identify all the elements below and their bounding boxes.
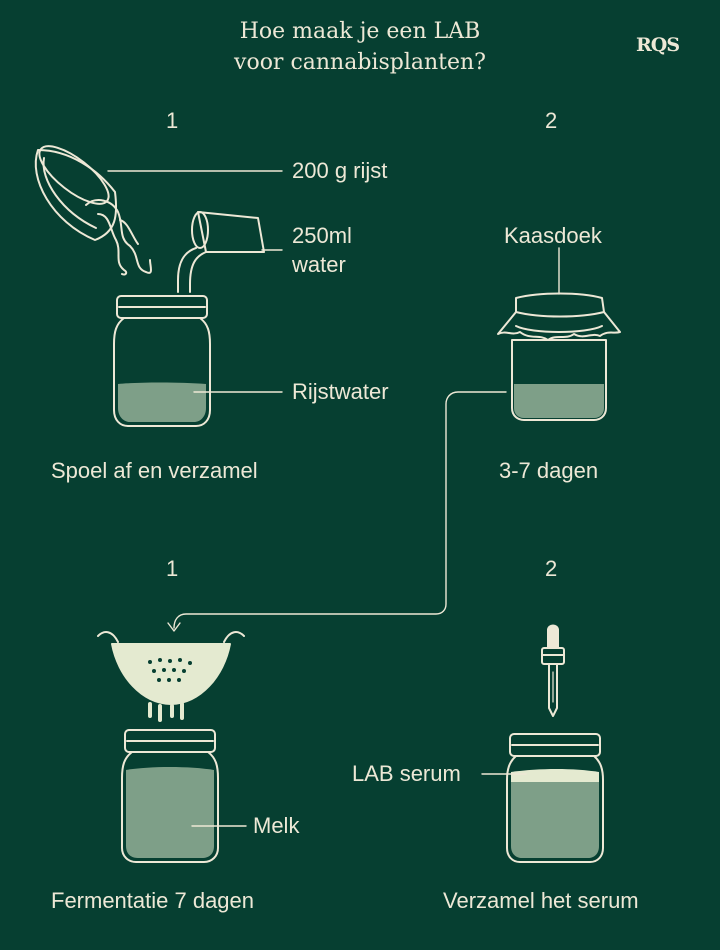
- strainer-icon: [97, 631, 245, 722]
- flow-connector: [173, 391, 507, 629]
- label-water-amount: 250ml: [292, 223, 352, 248]
- caption-step-2: 3-7 dagen: [499, 458, 599, 483]
- milk-jar-icon: [121, 729, 219, 863]
- label-rice: 200 g rijst: [292, 158, 388, 183]
- label-rice-water: Rijstwater: [292, 379, 389, 404]
- arrow-head-icon: [167, 622, 181, 632]
- label-lab-serum: LAB serum: [352, 761, 461, 786]
- page-title: Hoe maak je een LAB voor cannabisplanten…: [0, 16, 720, 78]
- caption-step-4: Verzamel het serum: [443, 888, 639, 913]
- serum-jar-icon: [506, 733, 604, 863]
- cheesecloth-jar-icon: [497, 247, 621, 421]
- label-water: water: [292, 252, 346, 277]
- caption-step-1: Spoel af en verzamel: [51, 458, 258, 483]
- rqs-logo: RQS: [636, 34, 680, 56]
- label-cheesecloth: Kaasdoek: [504, 223, 602, 248]
- title-line-2: voor cannabisplanten?: [234, 50, 486, 75]
- title-line-1: Hoe maak je een LAB: [239, 19, 481, 44]
- step-number-4: 2: [545, 556, 558, 581]
- dropper-icon: [541, 624, 565, 717]
- step-number-1: 1: [166, 108, 179, 133]
- rice-bowl-icon: [34, 145, 152, 276]
- step-number-3: 1: [166, 556, 179, 581]
- rice-water-jar-icon: [113, 295, 211, 427]
- caption-step-3: Fermentatie 7 dagen: [51, 888, 255, 913]
- label-milk: Melk: [253, 813, 300, 838]
- step-number-2: 2: [545, 108, 558, 133]
- measuring-cup-icon: [177, 211, 265, 293]
